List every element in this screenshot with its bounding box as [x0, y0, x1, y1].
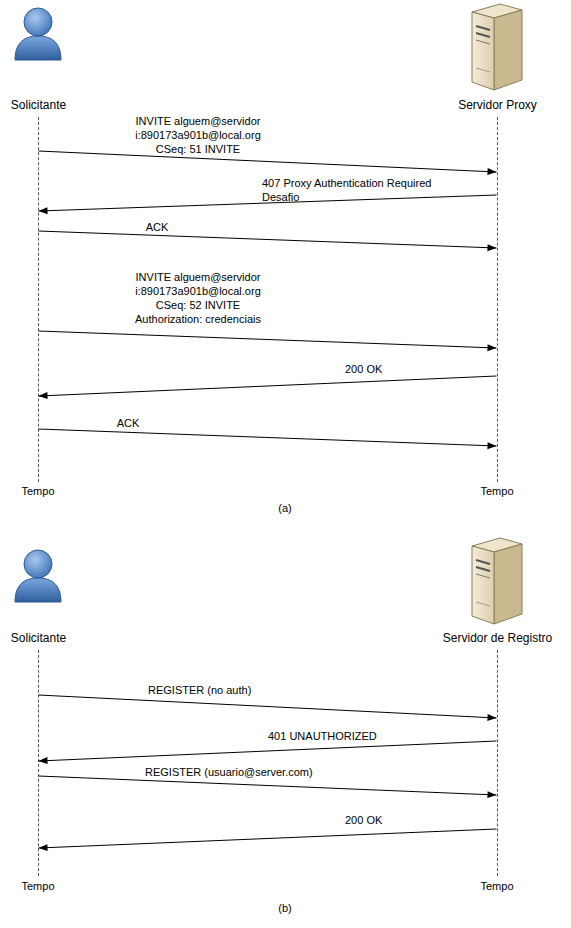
arrow-head-to [487, 714, 496, 721]
server-icon [472, 538, 522, 624]
lifeline: Solicitante [38, 650, 39, 876]
message-label: 401 UNAUTHORIZED [268, 729, 488, 743]
person-icon [15, 550, 61, 602]
message-arrow [39, 151, 497, 172]
message-arrow [39, 776, 497, 795]
message-label: REGISTER (usuario@server.com) [145, 765, 365, 779]
lifeline: Solicitante [38, 117, 39, 482]
message-arrow [39, 741, 497, 761]
server-icon [472, 4, 522, 90]
message-label: REGISTER (no auth) [148, 683, 368, 697]
message-arrow [39, 695, 497, 718]
message-label: 200 OK [345, 362, 425, 376]
axis-label: Tempo [0, 485, 78, 497]
person-icon [15, 8, 61, 60]
participant-name: Servidor de Registro [413, 631, 571, 645]
participant-name: Servidor Proxy [413, 98, 571, 112]
lifeline: Servidor de Registro [497, 650, 498, 876]
axis-label: (a) [245, 502, 325, 514]
arrow-head-to [39, 757, 48, 764]
participant-name: Solicitante [0, 631, 124, 645]
axis-label: Tempo [457, 880, 537, 892]
message-label: ACK [108, 416, 148, 430]
message-arrow [39, 331, 497, 348]
message-arrow [39, 231, 497, 248]
axis-label: Tempo [0, 880, 78, 892]
axis-label: Tempo [457, 485, 537, 497]
message-label: INVITE alguem@servidor i:890173a901b@loc… [123, 270, 273, 326]
message-arrow [39, 376, 497, 396]
message-label: ACK [137, 220, 177, 234]
message-arrow [39, 195, 497, 211]
message-label: 200 OK [345, 813, 465, 827]
axis-label: (b) [245, 902, 325, 914]
message-arrow [39, 829, 497, 848]
participant-name: Solicitante [0, 98, 124, 112]
lifeline: Servidor Proxy [497, 117, 498, 482]
arrow-head-to [39, 207, 48, 214]
arrow-head-to [487, 791, 496, 798]
arrow-head-to [487, 344, 496, 351]
message-arrow [39, 429, 497, 446]
message-label: INVITE alguem@servidor i:890173a901b@loc… [123, 114, 273, 156]
arrow-head-to [487, 168, 496, 175]
arrow-head-to [487, 244, 496, 251]
arrow-head-to [487, 442, 496, 449]
arrow-head-to [39, 392, 48, 399]
arrow-head-to [39, 844, 48, 851]
